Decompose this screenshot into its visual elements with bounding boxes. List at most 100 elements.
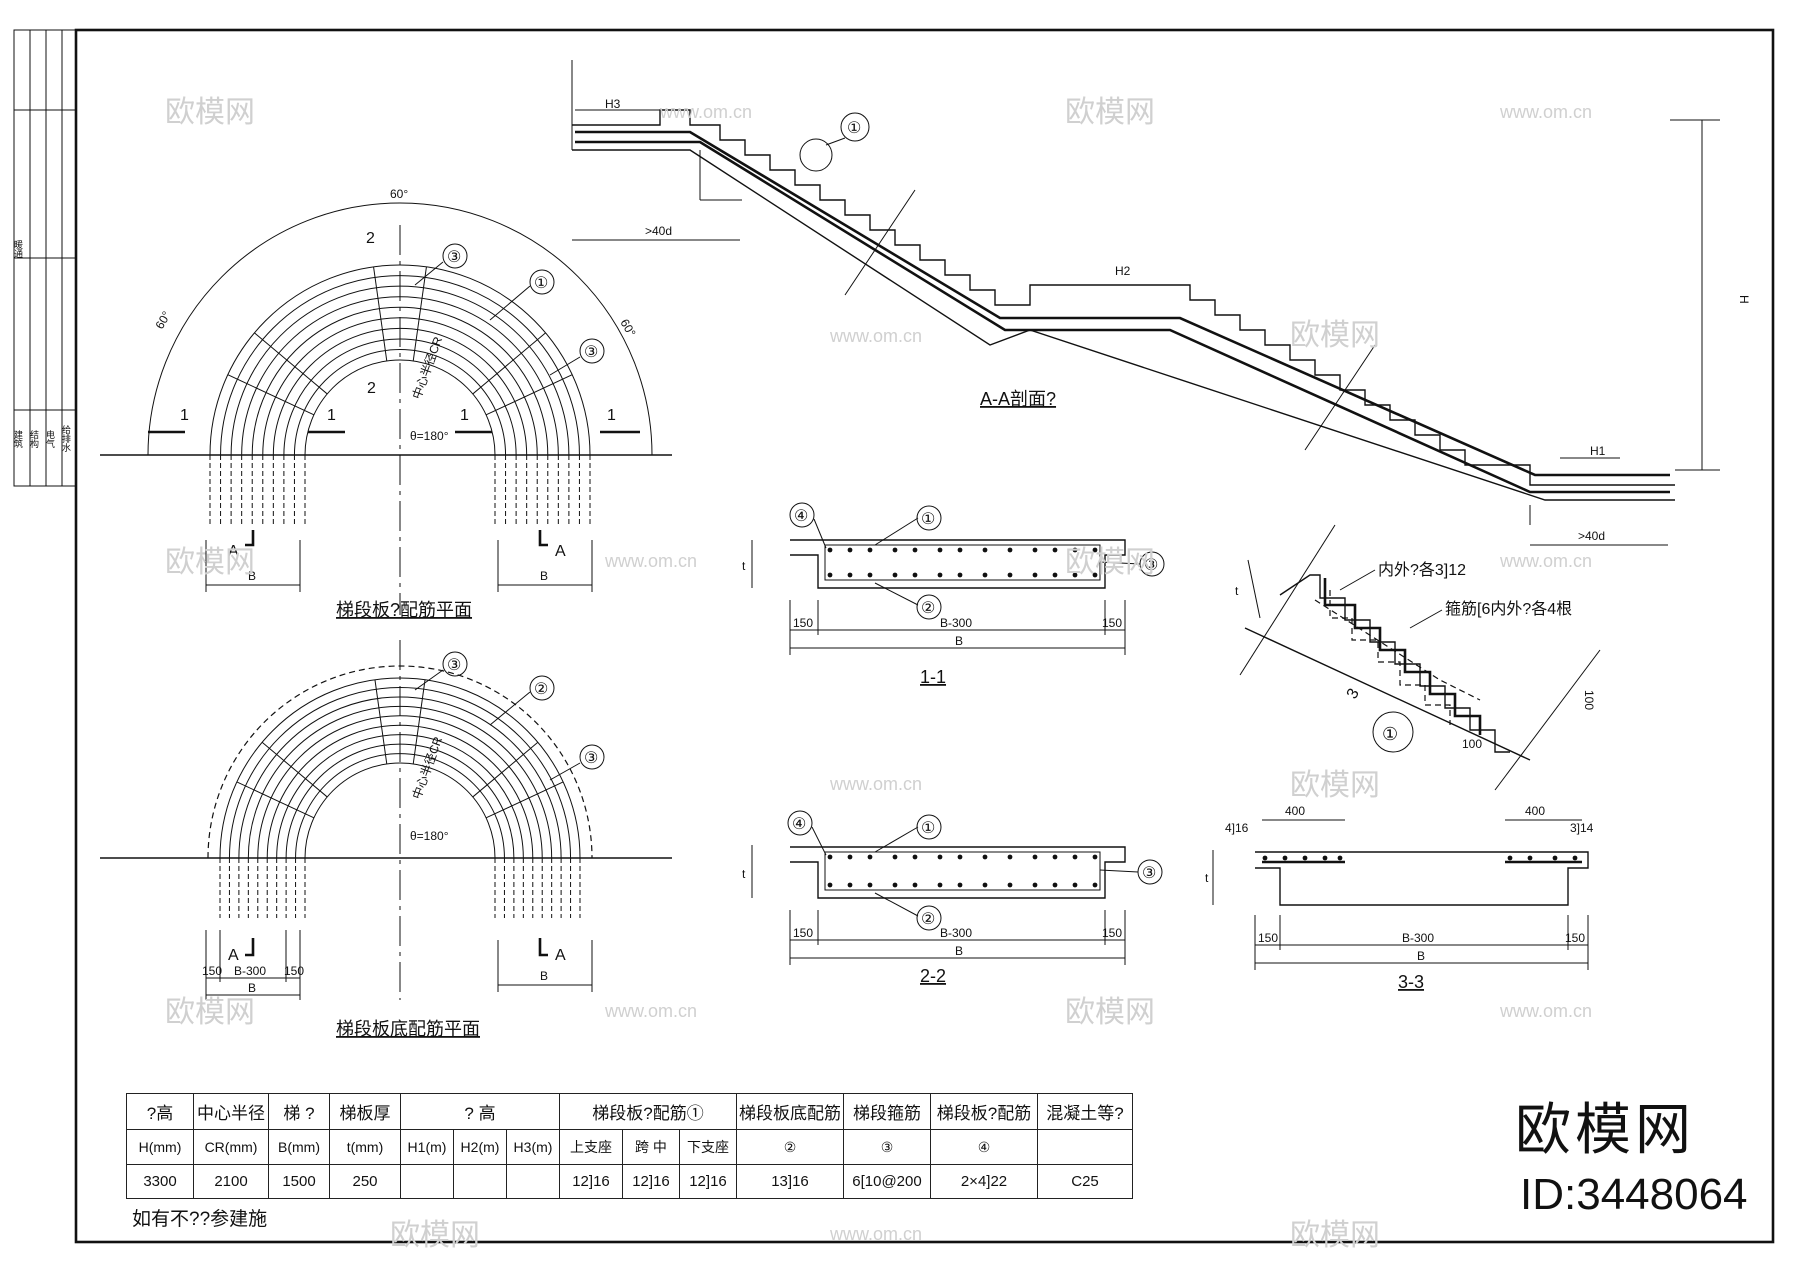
header-levels: ? 高 [400,1093,560,1130]
rebar-dot [1262,855,1268,861]
dim-33-b300: B-300 [1402,931,1434,945]
value-h1 [400,1164,454,1199]
callout-3: ③ [447,249,461,266]
rebar-dot [867,882,873,888]
watermark-url: www.om.cn [829,1224,922,1244]
dim-11-b300: B-300 [940,616,972,630]
watermark-logo: 欧模网 [165,996,255,1029]
rebar-dot [892,854,898,860]
unit-h2: H2(m) [453,1129,507,1165]
watermark-logo: 欧模网 [1065,996,1155,1029]
header-top-rebar-4: 梯段板?配筋 [930,1093,1038,1130]
rebar-dot [867,854,873,860]
rebar-dot [827,572,833,578]
dim-33-150b: 150 [1565,931,1585,945]
value-midspan: 12]16 [622,1164,680,1199]
unit-circle-2: ② [736,1129,844,1165]
dim-11-150b: 150 [1102,616,1122,630]
dim-b-bottom-left: B [248,981,256,995]
dim-33-b: B [1417,949,1425,963]
detail-dim-t: t [1235,584,1239,598]
dim-40d-top: >40d [645,224,672,238]
rebar-dot [937,882,943,888]
callout-b3b: ③ [584,750,598,767]
unit-h3: H3(m) [506,1129,560,1165]
dim-b-left: B [248,569,256,583]
brand-logo: 欧模网 [1515,1098,1695,1161]
detail-1: 内外?各3]12 箍筋[6内外?各4根 ① 3 t 100 100 [1235,524,1601,791]
rebar-dot [1007,547,1013,553]
rebar-dot [1072,547,1078,553]
parameter-table: ?高 中心半径 梯 ? 梯板厚 ? 高 梯段板?配筋① 梯段板底配筋 梯段箍筋 … [126,1093,1133,1199]
value-bottom-support: 12]16 [679,1164,737,1199]
cut-mark-a-right: A [555,543,566,560]
unit-b: B(mm) [268,1129,330,1165]
watermark-url: www.om.cn [659,102,752,122]
rebar-arc [283,338,517,456]
section-mark-2b: 2 [367,380,376,397]
section-mark-2a: 2 [366,230,375,247]
dim-22-b: B [955,944,963,958]
watermark-logo: 欧模网 [390,1219,480,1252]
detail-dim-100a: 100 [1582,690,1596,710]
dim-150-left: 150 [202,964,222,978]
value-radius: 2100 [193,1164,269,1199]
rebar-dot [912,882,918,888]
header-thickness: 梯板厚 [329,1093,401,1130]
rebar-dot [1527,855,1533,861]
rebar-dot [1032,854,1038,860]
title-aa: A-A剖面? [980,389,1056,409]
rebar-dot [937,854,943,860]
label-33-4-16: 4]16 [1225,821,1249,835]
value-stirrup: 6[10@200 [843,1164,931,1199]
callout-11-2: ② [921,600,935,617]
side-label-plumb: 给排水 [61,424,71,452]
value-width: 1500 [268,1164,330,1199]
rebar-dot [1032,882,1038,888]
dim-33-400a: 400 [1285,804,1305,818]
watermark-logo: 欧模网 [1290,319,1380,352]
unit-h1: H1(m) [400,1129,454,1165]
detail-num: 3 [1344,686,1363,702]
dim-11-150a: 150 [793,616,813,630]
unit-empty [1037,1129,1133,1165]
radial-bar [485,781,564,819]
header-height: ?高 [126,1093,194,1130]
angle-label-left: 60° [152,309,173,332]
brand-id: ID:3448064 [1520,1170,1748,1219]
rebar-dot [1072,854,1078,860]
rebar-dot [1092,854,1098,860]
rebar-dot [1007,572,1013,578]
watermark-logo: 欧模网 [1065,96,1155,129]
watermark-url: www.om.cn [1499,551,1592,571]
rebar-dot [957,572,963,578]
cut-mark-b-right: A [555,947,566,964]
rebar-dot [827,882,833,888]
dim-150-right: 150 [284,964,304,978]
unit-circle-4: ④ [930,1129,1038,1165]
caption-top-plan: 梯段板?配筋平面 [336,600,472,620]
dim-11-t: t [742,559,746,573]
radial-bar [472,332,546,395]
rebar-dot [1092,882,1098,888]
unit-midspan: 跨 中 [622,1129,680,1165]
watermark-logo: 欧模网 [1065,546,1155,579]
value-top-rebar-4: 2×4]22 [930,1164,1038,1199]
rebar-dot [1322,855,1328,861]
rebar-dot [912,547,918,553]
value-h3 [506,1164,560,1199]
rebar-arc [247,705,553,859]
callout-11-3: ③ [1144,557,1158,574]
callout-22-1: ① [921,820,935,837]
section-mark-1d: 1 [607,407,616,424]
rebar-dot [892,882,898,888]
value-h2 [453,1164,507,1199]
level-h1: H1 [1590,444,1606,458]
value-thickness: 250 [329,1164,401,1199]
table-note: 如有不??参建施 [132,1209,268,1230]
rebar-dot [847,547,853,553]
rebar-dot [912,572,918,578]
rebar-dot [1507,855,1513,861]
rebar-arc [262,317,538,456]
rebar-dot [982,882,988,888]
